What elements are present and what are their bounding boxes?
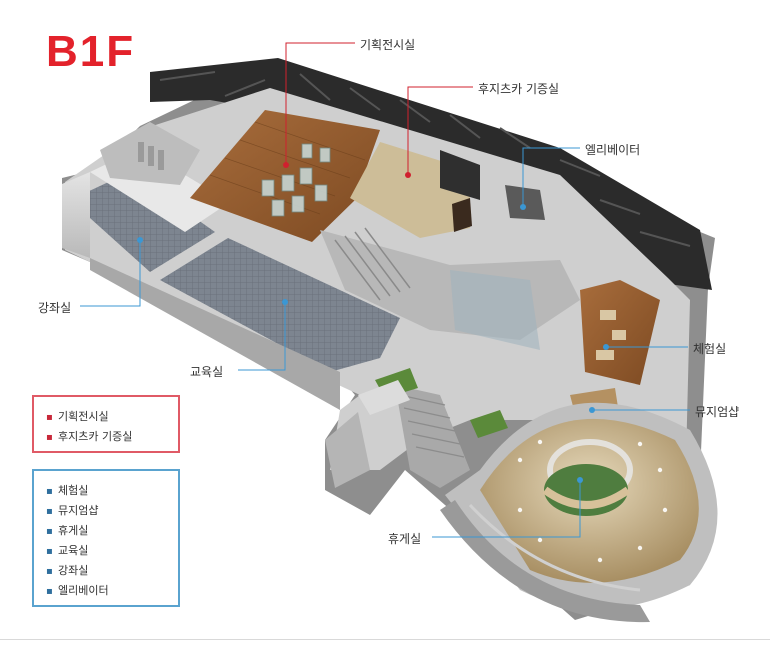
- legend-exhibition: ▪기획전시실 ▪후지츠카 기증실: [32, 395, 180, 453]
- legend-item: ▪교육실: [46, 544, 89, 557]
- legend-item: ▪뮤지엄샵: [46, 504, 99, 517]
- floor-title: B1F: [46, 27, 136, 76]
- left-wall: [62, 172, 90, 258]
- callout-museum-shop: 뮤지엄샵: [695, 405, 740, 419]
- legend-facilities: ▪체험실 ▪뮤지엄샵 ▪휴게실 ▪교육실 ▪강좌실 ▪엘리베이터: [32, 469, 180, 607]
- callout-elevator: 엘리베이터: [585, 143, 641, 157]
- callout-markers: [137, 162, 609, 483]
- callout-lines: [80, 42, 690, 538]
- callout-special-exhibition: 기획전시실: [360, 38, 416, 52]
- legend-item: ▪휴게실: [46, 524, 89, 537]
- legend-item: ▪강좌실: [46, 564, 89, 577]
- legend-item: ▪후지츠카 기증실: [46, 430, 133, 443]
- callout-experience-room: 체험실: [693, 342, 727, 356]
- glass-partition: [450, 270, 540, 350]
- callout-gift-room: 후지츠카 기증실: [478, 82, 560, 96]
- callout-lecture-room: 강좌실: [38, 301, 72, 315]
- legend-item: ▪기획전시실: [46, 410, 109, 423]
- lecture-room-floor: [70, 172, 215, 272]
- elevator-shaft: [505, 185, 545, 220]
- bottom-divider: [0, 639, 770, 640]
- legend-item: ▪엘리베이터: [46, 584, 109, 597]
- callout-education-room: 교육실: [190, 365, 224, 379]
- legend-item: ▪체험실: [46, 484, 89, 497]
- education-room-floor: [160, 238, 400, 372]
- lower-stairs: [395, 385, 470, 488]
- callout-lounge: 휴게실: [388, 532, 422, 546]
